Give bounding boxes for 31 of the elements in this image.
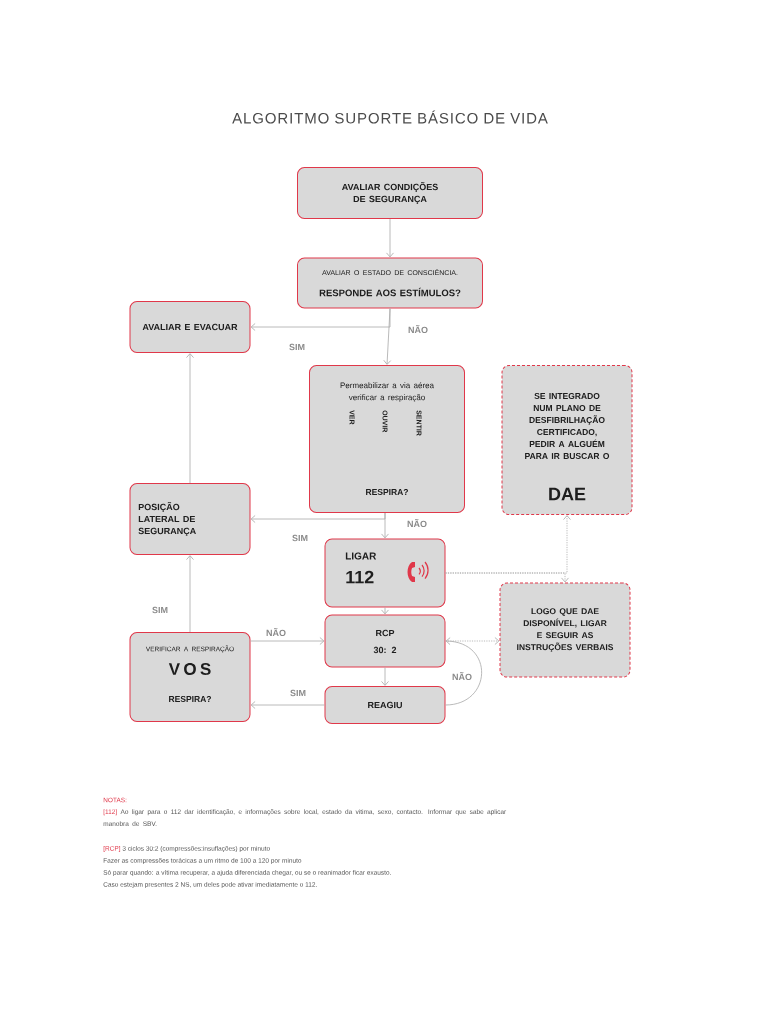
edge-label: NÃO — [265, 626, 287, 638]
process-box: RCP 30: 2 — [324, 614, 446, 668]
process-box: POSIÇÃO LATERAL DE SEGURANÇA — [129, 483, 251, 555]
arrow — [381, 667, 389, 686]
arrow — [186, 353, 194, 484]
arrow — [445, 637, 500, 645]
edge-label: NÃO — [407, 323, 429, 335]
dashed-box: SE INTEGRADO NUM PLANO DE DESFIBRILHAÇÃO CERTIFICADO, PEDIR A ALGUÉM PARA IR BUSCAR O DAE — [501, 365, 633, 515]
arrow — [250, 637, 325, 645]
edge-label: SIM — [289, 688, 307, 698]
arrow — [186, 555, 194, 633]
arrow — [250, 701, 325, 709]
arrow — [445, 637, 483, 706]
edge-label: NÃO — [451, 670, 473, 682]
process-box: AVALIAR CONDIÇÕES DE SEGURANÇA — [297, 167, 483, 219]
edge-label: SIM — [151, 605, 169, 615]
edge-label: SIM — [288, 342, 306, 352]
process-box: LIGAR 112 — [324, 538, 446, 608]
dashed-box: LOGO QUE DAE DISPONÍVEL, LIGAR E SEGUIR AS INSTRUÇÕES VERBAIS — [499, 582, 631, 678]
arrow — [383, 308, 392, 365]
process-box: REAGIU — [324, 686, 446, 724]
edge-label: SIM — [291, 533, 309, 543]
arrow — [381, 607, 389, 615]
arrow — [445, 572, 569, 583]
arrow — [386, 218, 394, 258]
edge-label: NÃO — [406, 517, 428, 529]
arrow — [381, 512, 389, 539]
arrow — [250, 308, 391, 331]
arrow — [250, 512, 386, 523]
process-box: AVALIAR E EVACUAR — [129, 301, 251, 353]
title: ALGORITMO SUPORTE BÁSICO DE VIDA — [232, 110, 548, 124]
